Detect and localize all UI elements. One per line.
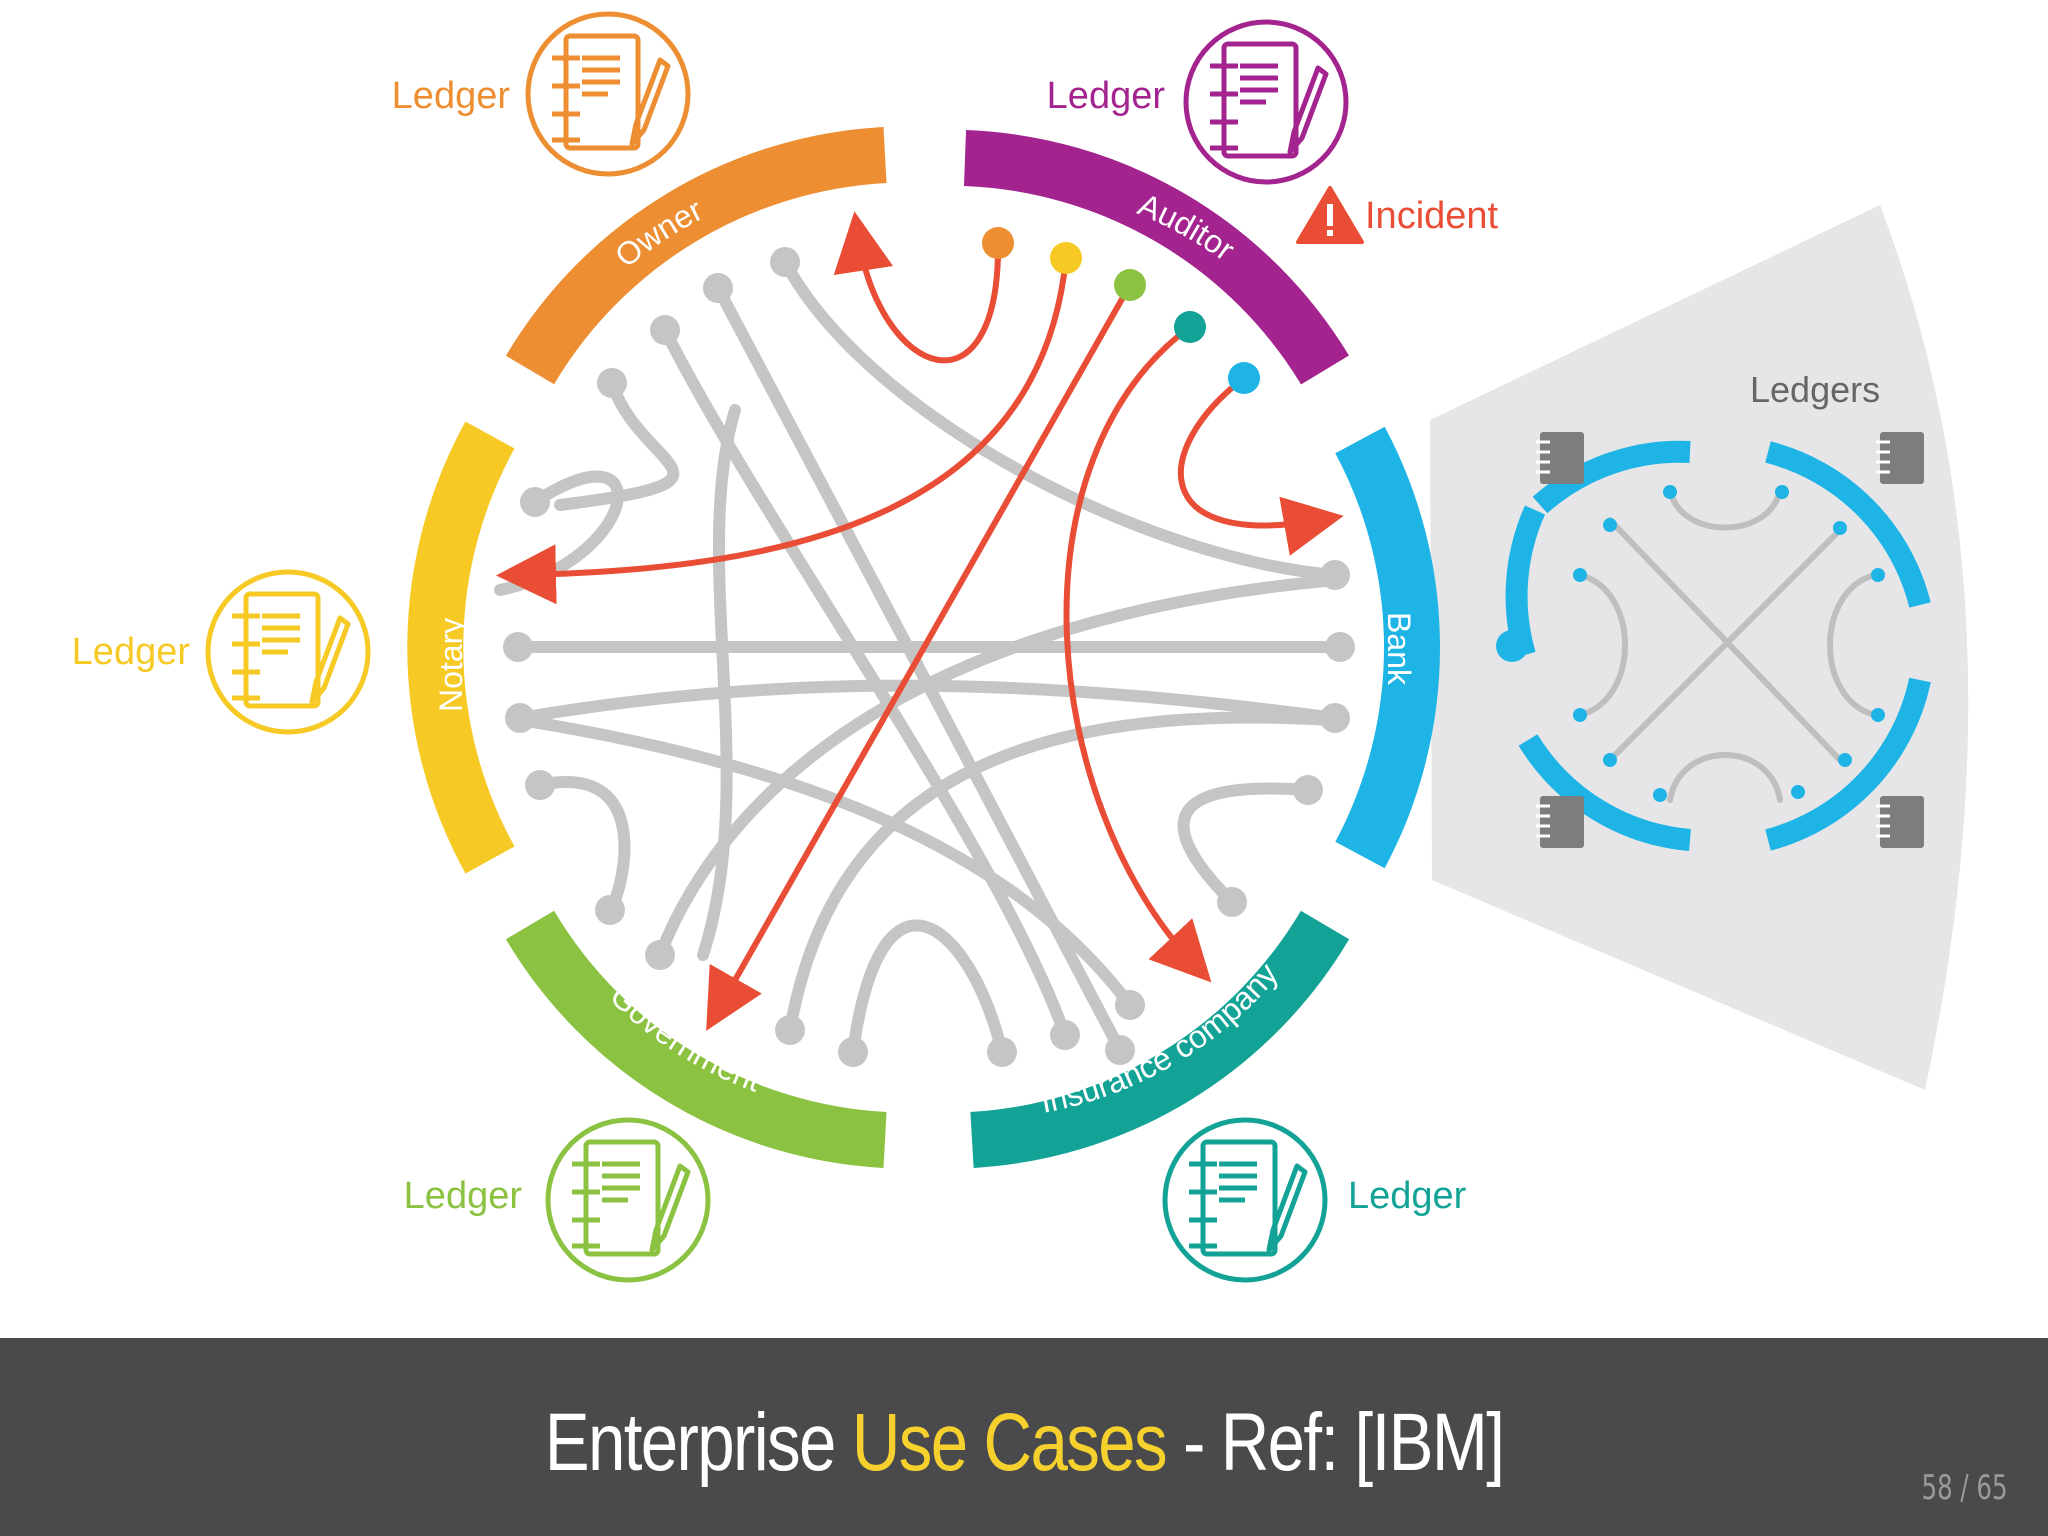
incident-marker: Incident: [1296, 186, 1499, 244]
mini-ledger-icon: [1540, 432, 1924, 848]
peer-link-nodes: [503, 247, 1355, 1067]
ledger-label: Ledger: [1348, 1175, 1467, 1217]
ledger-auditor: Ledger: [1047, 19, 1349, 185]
segment-label-bank: Bank: [1381, 612, 1417, 686]
ledger-owner: Ledger: [392, 11, 691, 177]
page-number: 58 / 65: [1921, 1468, 2008, 1508]
ledger-icon: [545, 1117, 711, 1283]
ledger-label: Ledger: [392, 75, 511, 117]
segment-auditor: [963, 130, 1349, 385]
ledger-notary: Ledger: [72, 569, 371, 735]
slide-title: Enterprise Use Cases - Ref: [IBM]: [544, 1397, 1505, 1488]
bank-subnetwork: Ledgers: [1496, 369, 1931, 851]
transaction-origin-nodes: [982, 227, 1260, 394]
ledger-icon: [1162, 1117, 1328, 1283]
ledger-label: Ledger: [72, 631, 191, 673]
ring-segments: [407, 127, 1440, 1168]
segment-bank: [1335, 426, 1440, 869]
incident-label: Incident: [1365, 195, 1499, 237]
ledger-label: Ledger: [404, 1175, 523, 1217]
ledgers-panel: [1430, 205, 1969, 1090]
ledger-label: Ledger: [1047, 75, 1166, 117]
segment-label-notary: Notary: [433, 618, 469, 712]
title-highlight: Use Cases: [851, 1397, 1168, 1488]
peer-links: [494, 256, 1346, 1058]
ledger-government: Ledger: [404, 1117, 711, 1283]
transaction-arrows: [496, 211, 1344, 1031]
segment-insurance: [970, 910, 1350, 1168]
ledger-icon: [525, 11, 691, 177]
segment-government: [505, 910, 887, 1168]
ledger-network-diagram: Owner Auditor Bank Notary Insurance comp…: [72, 11, 1969, 1283]
ledger-insurance: Ledger: [1162, 1117, 1467, 1283]
ledger-icon: [1183, 19, 1349, 185]
segment-owner: [505, 127, 887, 385]
ledger-icon: [205, 569, 371, 735]
ledgers-label: Ledgers: [1750, 369, 1880, 410]
slide-footer: Enterprise Use Cases - Ref: [IBM] 58 / 6…: [0, 1338, 2048, 1536]
segment-notary: [407, 421, 515, 874]
